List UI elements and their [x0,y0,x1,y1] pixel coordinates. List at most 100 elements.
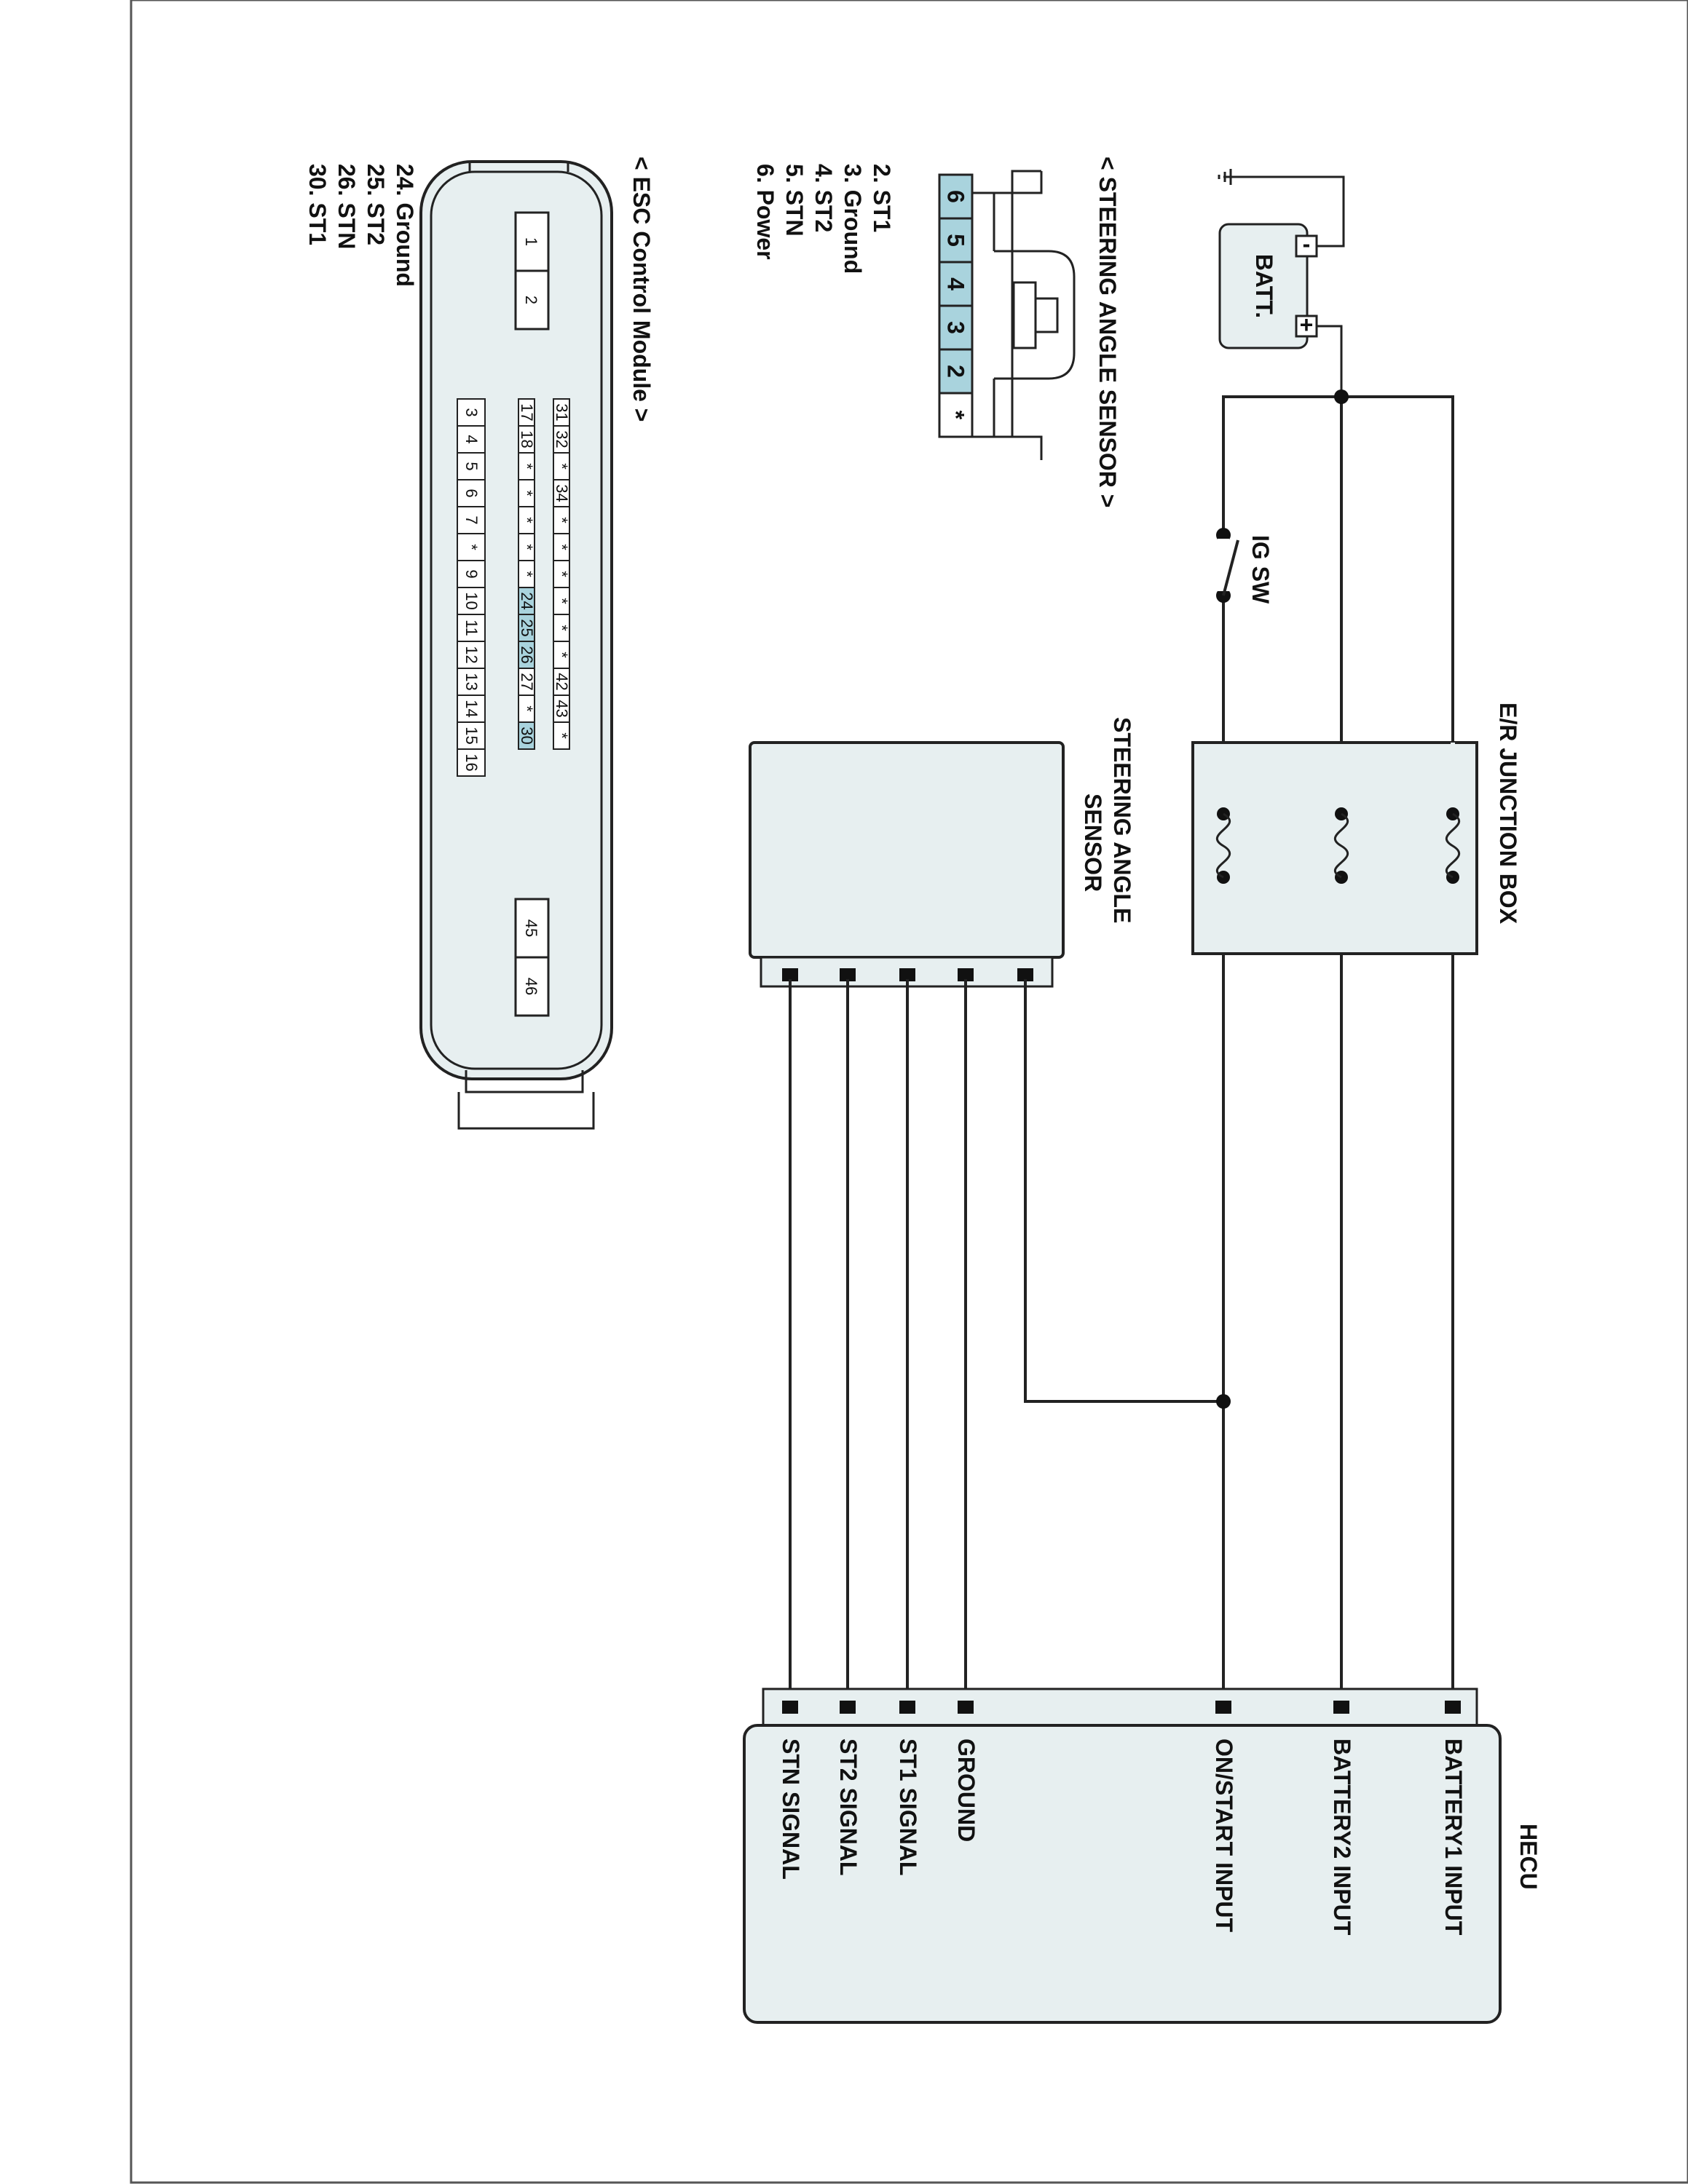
sas-pin-label: 4 [943,277,969,290]
battery-group: BATT. - + [1218,169,1345,397]
esc-pin-label: 30 [518,727,536,744]
hecu: HECU BATTERY1 INPUT BATTERY2 INPUT ON/ST… [743,1688,1542,2024]
esc-pin-cell [457,695,486,723]
sas-pin-cell [938,392,974,438]
esc-pin-cell [457,452,486,480]
sas-pin-cell [938,261,974,307]
esc-pin-label: 4 [462,435,481,443]
er-junction-box: E/R JUNCTION BOX [1191,703,1521,955]
esc-pin-label: * [553,571,571,577]
esc-pin-label: 26 [518,646,536,663]
esc-connector-view: < ESC Control Module > 1 2 45 46 3132*34… [304,157,655,1130]
esc-pin-label: 7 [462,515,481,524]
ig-switch: IG SW [1216,528,1274,604]
batt-minus-sign: - [1303,231,1311,257]
esc-pin-label: * [553,544,571,550]
esc-legend-2: 25. ST2 [363,164,389,245]
esc-pin-label: 5 [462,462,481,470]
junction-box-title: E/R JUNCTION BOX [1495,703,1521,925]
esc-pin-46: 46 [522,978,540,995]
esc-pin-45: 45 [522,919,540,937]
sas-connector-title: < STEERING ANGLE SENSOR > [1095,157,1121,507]
sas-block-title-1: STEERING ANGLE [1109,717,1135,923]
sas-legend-5: 6. Power [752,164,778,260]
esc-pin-label: * [518,544,536,550]
esc-pin-cell [553,721,570,750]
esc-connector-title: < ESC Control Module > [628,157,655,422]
main-drawing: BATT. - + IG SW [304,157,1542,2024]
sas-pin-label: 6 [943,190,969,203]
esc-pin-label: * [518,517,536,523]
batt-minus-box [1295,234,1318,258]
sas-pin-label: 5 [943,234,969,247]
esc-pin-label: * [518,571,536,577]
sas-pin-cell [938,217,974,264]
hecu-pin-ground: GROUND [953,1738,979,1842]
esc-pin-label: 17 [518,403,536,421]
battery-text: BATT. [1251,254,1277,318]
esc-pin-cell [457,587,486,615]
esc-pin-label: 24 [518,592,536,609]
page-frame [130,0,1688,2184]
esc-pin-label: 31 [553,403,571,421]
esc-pin-cell [457,479,486,507]
esc-pin-cell [518,721,535,750]
hecu-pin-battery1: BATTERY1 INPUT [1440,1738,1467,1936]
hecu-pin-st2: ST2 SIGNAL [835,1738,861,1875]
power-wire [1024,979,1223,1403]
hecu-pin-battery2: BATTERY2 INPUT [1329,1738,1355,1936]
esc-pin-label: 11 [462,620,481,636]
batt-plus-sign: + [1300,312,1314,338]
esc-pin-label: 42 [553,673,571,690]
esc-pin-label: * [518,490,536,496]
ig-switch-gap [1218,539,1229,591]
on-start-splice [1216,1394,1231,1409]
esc-pin-label: 13 [462,673,481,690]
esc-connector-body [419,160,613,1080]
battery-box [1218,223,1309,349]
esc-pin-label: 9 [462,569,481,578]
esc-legend-3: 26. STN [334,164,360,249]
sas-legend-1: 2. ST1 [869,164,895,232]
esc-pin-label: 10 [462,592,481,609]
esc-pin-2: 2 [522,296,540,304]
esc-pin-label: * [553,625,571,631]
esc-pin-1: 1 [522,237,540,246]
fuse-3 [1216,807,1231,884]
esc-legend-4: 30. ST1 [304,164,331,245]
sas-legend-2: 3. Ground [840,164,866,274]
esc-pin-label: 34 [553,484,571,502]
sas-legend-3: 4. ST2 [811,164,837,232]
batt-plus-box [1295,314,1318,338]
hecu-title: HECU [1515,1824,1542,1890]
junction-box-body [1191,741,1478,955]
fuse-1 [1446,743,1460,884]
esc-pin-label: 27 [518,673,536,690]
esc-pin-label: 25 [518,619,536,636]
hecu-pin-stn: STN SIGNAL [778,1738,804,1880]
esc-pin-label: * [462,544,481,550]
ground-symbol-icon [1218,169,1238,185]
esc-pin-cell [457,398,486,427]
sas-block-body [749,741,1065,959]
hecu-pin-on-start: ON/START INPUT [1211,1738,1237,1933]
sas-pin-label: 2 [943,365,969,378]
ig-switch-label: IG SW [1247,535,1274,604]
esc-pin-cell [457,641,486,669]
esc-pin-label: 16 [462,753,481,771]
esc-pin-label: * [518,463,536,470]
hecu-connector [762,1688,1478,1730]
esc-pin-label: 15 [462,727,481,744]
esc-pin-cell [457,506,486,534]
esc-pin-label: 3 [462,408,481,416]
esc-legend-1: 24. Ground [392,164,418,287]
fuse-2 [1334,807,1349,884]
esc-pin-grid: 3132*34******4243*1718*****24252627*3034… [457,398,571,777]
esc-pin-label: 18 [518,430,536,448]
sas-block: STEERING ANGLE SENSOR [749,717,1135,988]
esc-pin-label: * [553,517,571,523]
esc-pin-label: 14 [462,700,481,717]
